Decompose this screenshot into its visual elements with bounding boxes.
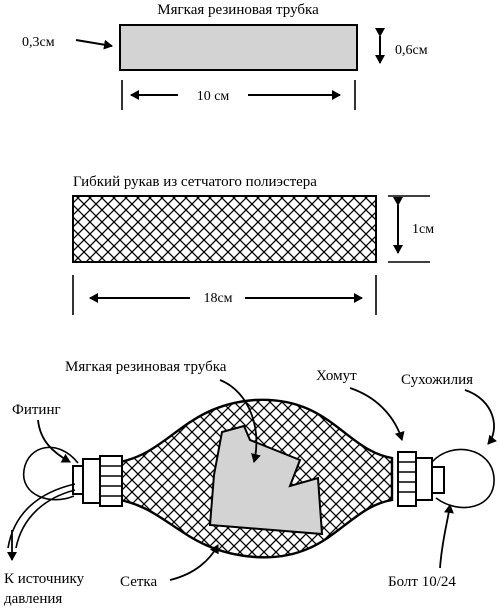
label-bolt: Болт 10/24 [388,574,456,590]
tube-thickness-label: 0,3см [22,35,55,50]
inner-rubber-tube [208,424,324,536]
right-bolt-nut [415,457,433,501]
arrow-bolt [439,504,454,569]
pressure-hose-inner [15,489,76,549]
sleeve-title: Гибкий рукав из сетчатого полиэстера [73,174,317,190]
label-mesh: Сетка [120,574,157,590]
right-clamp [397,451,417,507]
left-clamp [99,455,123,507]
rubber-tube-rect [119,24,358,71]
assembly-section: Мягкая резиновая трубка Хомут Сухожилия … [4,359,497,607]
pressure-hose [7,483,76,549]
label-source-line2: давления [4,591,62,607]
arrow-clamp [349,387,405,441]
label-rubber-tube: Мягкая резиновая трубка [65,359,227,375]
arrow-rubber-tube [219,379,261,463]
right-end-fitting [397,448,495,509]
tube-section: Мягкая резиновая трубка 0,3см 0,6см 10 с… [22,2,428,110]
label-fitting: Фитинг [12,402,61,418]
right-tendon-loop [431,448,495,509]
label-tendon: Сухожилия [401,372,473,388]
mesh-sleeve-rect [72,195,377,263]
left-end-fitting [7,446,123,549]
sleeve-section: Гибкий рукав из сетчатого полиэстера 1см… [72,174,434,315]
tube-length-label: 10 см [197,89,230,104]
right-bolt-shaft [431,466,445,494]
sleeve-length-label: 18см [203,291,232,306]
left-fitting-nut [82,458,101,504]
arrow-tendon [464,389,497,445]
tube-thickness-arrow [75,39,113,50]
tube-height-label: 0,6см [395,43,428,58]
sleeve-height-label: 1см [412,222,434,237]
label-source-line1: К источнику [4,571,85,587]
label-clamp: Хомут [316,368,357,384]
arrow-mesh [169,544,219,581]
tube-title: Мягкая резиновая трубка [157,2,319,18]
arrow-fitting [37,419,71,463]
